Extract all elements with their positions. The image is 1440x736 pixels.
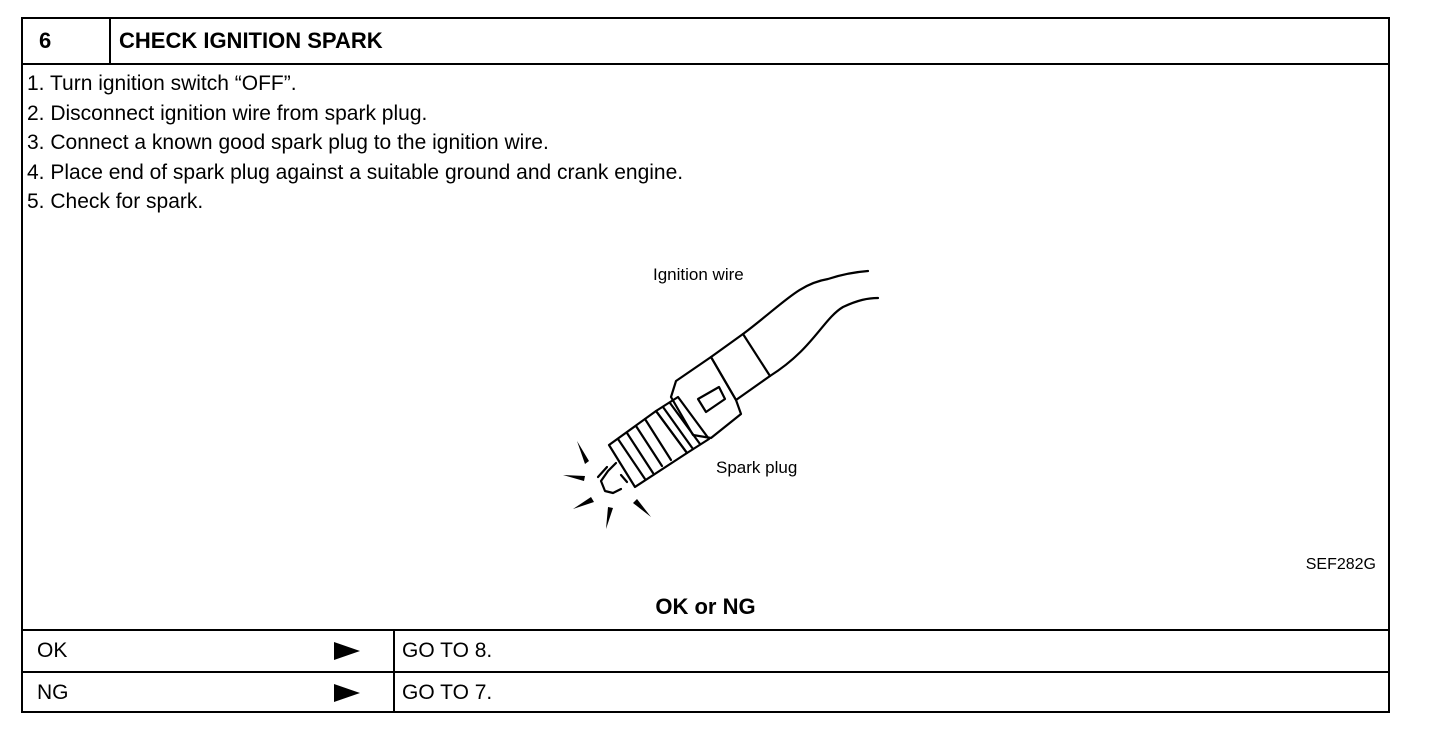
column-divider bbox=[393, 673, 395, 713]
step-number: 6 bbox=[23, 19, 111, 63]
step-header: 6 CHECK IGNITION SPARK bbox=[23, 19, 1388, 65]
column-divider bbox=[393, 631, 395, 671]
instruction-item: 4. Place end of spark plug against a sui… bbox=[27, 160, 684, 184]
result-row-ng: NG GO TO 7. bbox=[23, 671, 1388, 713]
spark-ray bbox=[573, 497, 594, 509]
wire-boot bbox=[709, 332, 772, 402]
ignition-wire-top bbox=[741, 269, 870, 336]
spark-rays bbox=[563, 441, 651, 529]
step-title: CHECK IGNITION SPARK bbox=[119, 28, 383, 53]
instruction-list: 1. Turn ignition switch “OFF”. 2. Discon… bbox=[27, 69, 683, 217]
instruction-item: 5. Check for spark. bbox=[27, 190, 204, 213]
procedure-table: 6 CHECK IGNITION SPARK 1. Turn ignition … bbox=[21, 17, 1390, 713]
instruction-item: 3. Connect a known good spark plug to th… bbox=[27, 131, 549, 154]
spark-ray bbox=[577, 441, 589, 464]
right-arrow-icon bbox=[334, 684, 360, 702]
instruction-item: 2. Disconnect ignition wire from spark p… bbox=[27, 101, 428, 125]
spark-ray bbox=[563, 475, 585, 481]
ignition-wire-bottom bbox=[768, 296, 880, 378]
ground-electrode bbox=[599, 461, 623, 495]
result-label: OK bbox=[37, 639, 68, 662]
result-label: NG bbox=[37, 681, 69, 704]
ignition-wire-label: Ignition wire bbox=[653, 265, 744, 284]
spark-ray bbox=[606, 507, 613, 529]
instruction-item: 1. Turn ignition switch “OFF”. bbox=[27, 72, 297, 95]
figure-code: SEF282G bbox=[1305, 556, 1376, 573]
right-arrow-icon bbox=[334, 642, 360, 660]
verdict-title: OK or NG bbox=[655, 594, 756, 619]
plug-shell bbox=[654, 395, 711, 455]
result-row-ok: OK GO TO 8. bbox=[23, 629, 1388, 671]
spark-plug-label: Spark plug bbox=[716, 458, 798, 477]
spark-ray bbox=[633, 499, 651, 517]
hex-nut bbox=[669, 355, 743, 440]
plug-threads bbox=[607, 409, 689, 489]
result-action: GO TO 8. bbox=[402, 639, 493, 662]
result-action: GO TO 7. bbox=[402, 681, 493, 704]
